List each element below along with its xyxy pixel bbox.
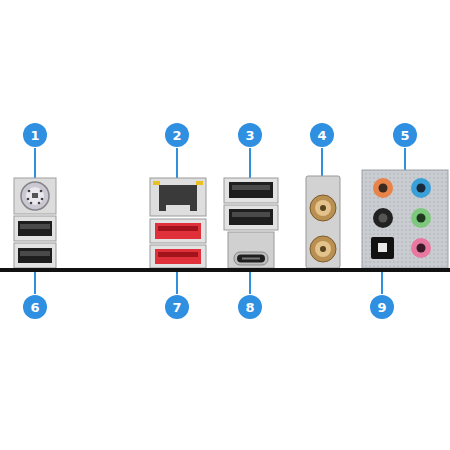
callout-circle: 2: [165, 123, 189, 147]
audio-panel: [362, 170, 448, 268]
callout-circle: 5: [393, 123, 417, 147]
callout-circle: 4: [310, 123, 334, 147]
leader-lines: [35, 148, 405, 294]
callout-number: 6: [30, 301, 39, 314]
callout-circle: 7: [165, 295, 189, 319]
callout-circle: 1: [23, 123, 47, 147]
callout-number: 4: [317, 129, 326, 142]
callout-number: 1: [30, 129, 39, 142]
callout-circle: 8: [238, 295, 262, 319]
callout-number: 2: [172, 129, 181, 142]
callout-number: 9: [377, 301, 386, 314]
lan-usb-stack: [150, 178, 206, 268]
callout-number: 3: [245, 129, 254, 142]
callout-circle: 9: [370, 295, 394, 319]
callout-circle: 3: [238, 123, 262, 147]
usb-usbc-stack: [224, 178, 278, 268]
callout-number: 8: [245, 301, 254, 314]
base-line: [0, 268, 450, 272]
ps2-usb-stack: [14, 178, 56, 268]
callout-circle: 6: [23, 295, 47, 319]
callout-number: 5: [400, 129, 409, 142]
callout-number: 7: [172, 301, 181, 314]
antenna-connectors: [306, 176, 340, 268]
